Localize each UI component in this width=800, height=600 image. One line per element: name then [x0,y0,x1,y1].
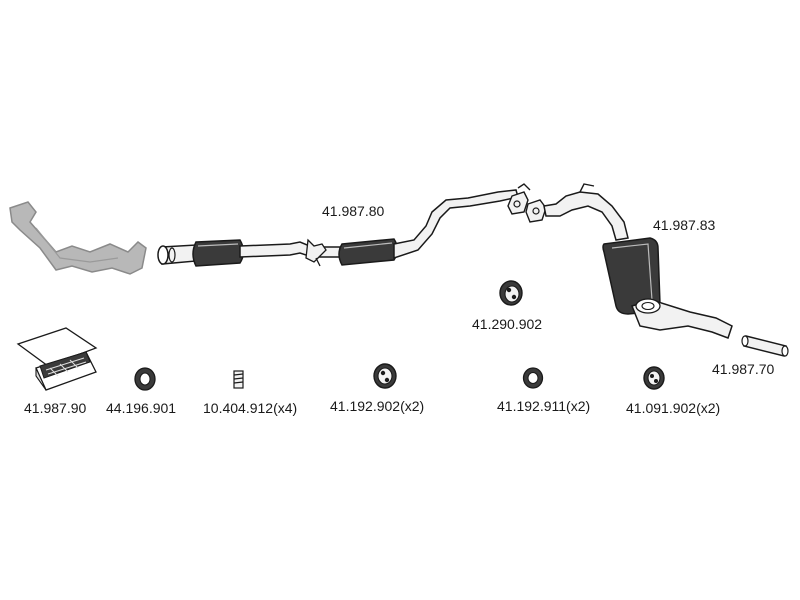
label-ring-gasket: 44.196.901 [106,400,177,416]
label-mount-b: 41.091.902(x2) [626,400,721,416]
rubber-mount-icon [499,280,523,306]
rubber-ring-icon [522,367,544,389]
label-rear-silencer: 41.987.83 [653,217,716,233]
rear-silencer-icon [525,183,733,339]
label-spring: 10.404.912(x4) [203,400,298,416]
rubber-mount-icon [373,363,397,389]
label-ring-small: 41.192.911(x2) [497,398,591,414]
spring-icon [233,370,244,389]
label-middle-silencer: 41.987.80 [322,203,385,219]
ring-gasket-icon [134,367,156,391]
fitting-kit-box-icon [16,327,98,391]
rubber-mount-icon [643,366,665,390]
label-mount-a: 41.192.902(x2) [330,398,425,414]
label-fitting-kit: 41.987.90 [24,400,87,416]
label-tail-pipe: 41.987.70 [712,361,775,377]
front-pipe-ghost-icon [9,201,147,275]
label-upper-mount: 41.290.902 [472,316,543,332]
middle-silencer-icon [157,183,531,267]
tail-pipe-icon [741,335,789,357]
